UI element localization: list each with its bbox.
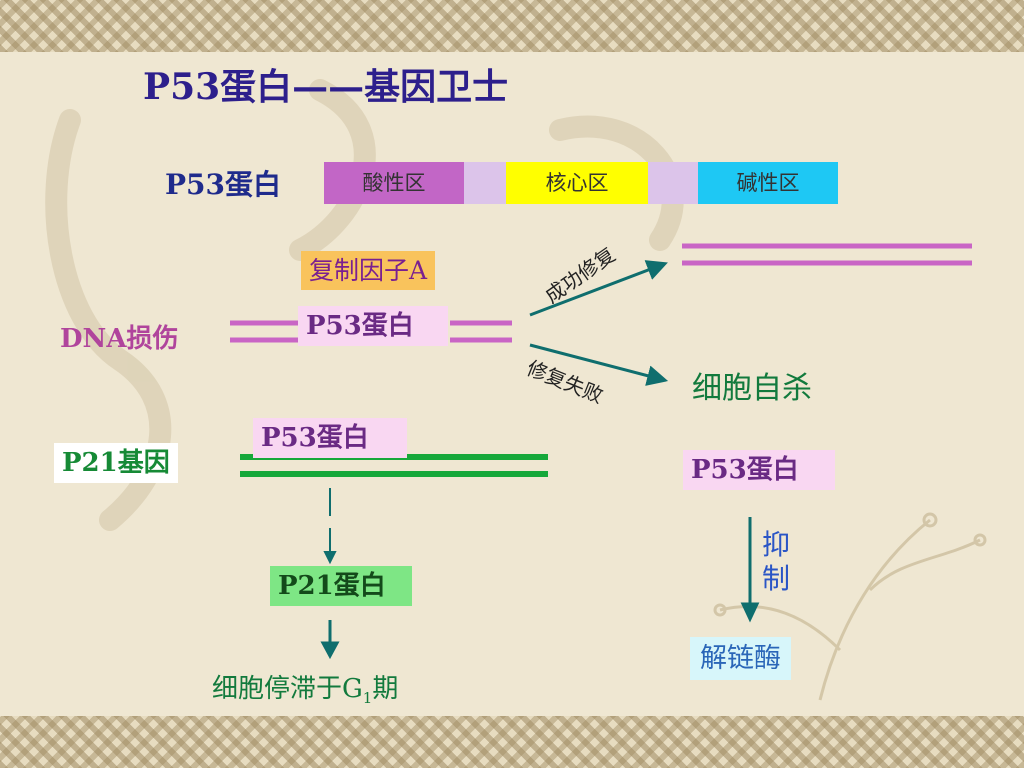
inhibit-arrow <box>740 517 760 623</box>
replication-factor-box: 复制因子A <box>301 251 436 290</box>
p21-gene-label: P21基因 <box>54 443 178 483</box>
dna-damage-label: DNA损伤 <box>60 324 179 354</box>
helicase-p53-box: P53蛋白 <box>683 450 835 490</box>
helicase-box: 解链酶 <box>690 637 791 680</box>
core-domain: 核心区 <box>506 162 648 204</box>
decorative-border-bottom <box>0 716 1024 768</box>
expression-arrow <box>323 488 337 565</box>
decorative-border-top <box>0 0 1024 52</box>
p53-structure-label: P53蛋白 <box>165 168 282 201</box>
p21-p53-box: P53蛋白 <box>253 418 407 458</box>
dna-strand <box>230 320 512 343</box>
success-arrow <box>529 260 668 317</box>
p21-protein-box: P21蛋白 <box>270 566 412 606</box>
p21-gene-strand <box>240 454 548 477</box>
acidic-domain: 酸性区 <box>324 162 464 204</box>
linker-domain <box>648 162 698 204</box>
basic-domain: 碱性区 <box>698 162 838 204</box>
failure-arrow <box>529 343 669 386</box>
g1-arrest-label: 细胞停滞于G1期 <box>212 674 399 708</box>
apoptosis-label: 细胞自杀 <box>692 371 812 406</box>
p53-dna-box: P53蛋白 <box>298 306 448 346</box>
linker-domain <box>464 162 506 204</box>
arrest-arrow <box>320 620 340 660</box>
slide-title: P53蛋白——基因卫士 <box>143 66 509 108</box>
repaired-dna-strand <box>682 243 972 266</box>
inhibit-label: 抑制 <box>762 528 791 595</box>
